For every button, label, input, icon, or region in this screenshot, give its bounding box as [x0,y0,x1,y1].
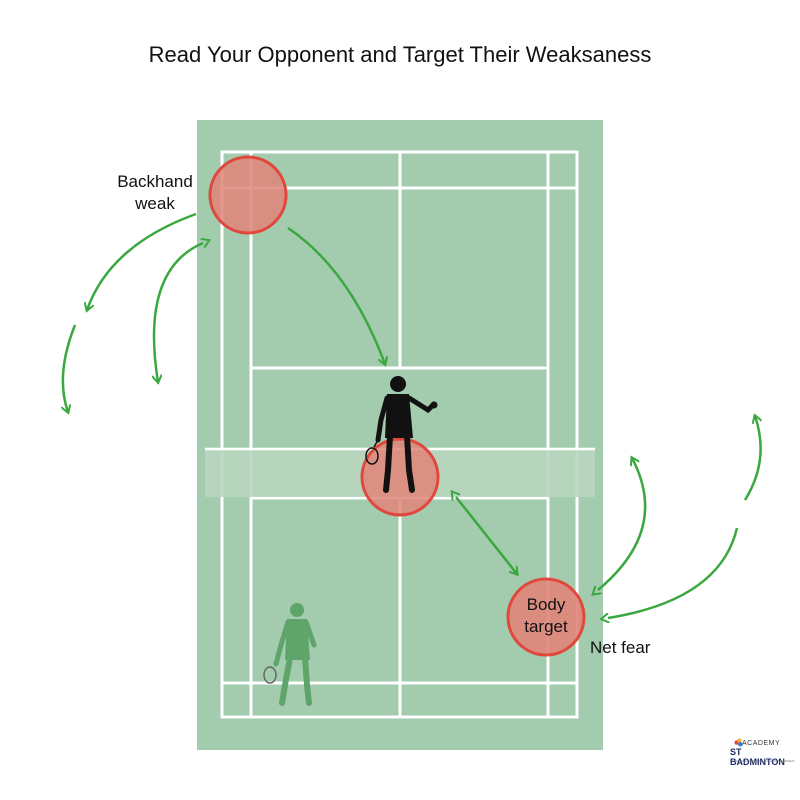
diagram-title: Read Your Opponent and Target Their Weak… [148,42,652,67]
arrow-right-outer [608,527,739,618]
backhand-target-circle [208,155,288,235]
logo-sub-text: PREMIER BADMINTON COACHING ACADEMY [730,759,795,763]
arrow-right-inner [598,458,647,590]
body-target-circle [506,577,586,657]
logo-main-text: ST BADMINTON [730,747,785,767]
arrow-right-outer-upper [743,416,761,501]
movement-arrows [63,212,761,618]
arrow-left-outer [87,212,197,310]
arrow-left-outer-lower [63,324,77,412]
logo-mark-icon [734,738,743,747]
net-fear-label: Net fear [590,638,651,657]
academy-logo: ACADEMY ST BADMINTON PREMIER BADMINTON C… [730,738,795,768]
backhand-weak-label: Backhand weak [117,172,193,213]
arrow-net-to-body [456,497,517,574]
net-target-circle [360,437,440,517]
player-figure [263,603,317,706]
opponent-figure [365,376,438,493]
logo-top-text: ACADEMY [742,740,781,747]
arrow-backhand-to-net [287,226,385,364]
arrow-left-inner [154,243,203,382]
body-target-label: Body target [524,595,568,636]
